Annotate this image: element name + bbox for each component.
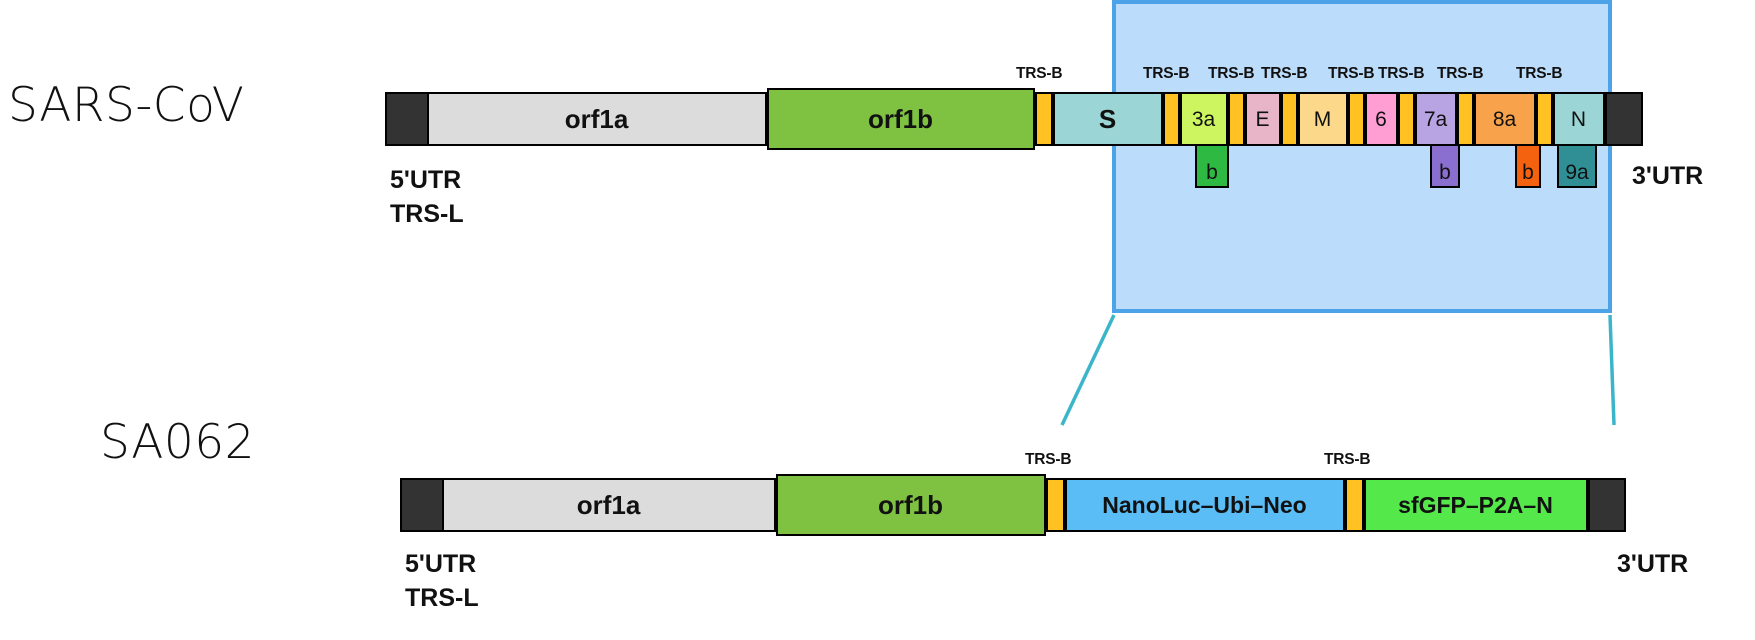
gene-label-orf3a: 3a xyxy=(1191,107,1216,131)
gene-s: S xyxy=(1052,92,1163,146)
gene-orf1b-sa062: orf1b xyxy=(775,474,1046,536)
utr3-annotation-sars: 3'UTR xyxy=(1632,162,1704,190)
trsb-mark-m xyxy=(1280,92,1298,146)
genome-bar-sa062: TRS-B TRS-B orf1a orf1b NanoLuc–Ubi–Neo … xyxy=(400,451,1628,536)
gene-label-e: E xyxy=(1255,107,1270,131)
gene-orf1a-sars: orf1a xyxy=(426,92,767,146)
row-label-sa062: SA062 xyxy=(100,415,256,470)
trsb-label-6: TRS-B xyxy=(1328,65,1375,82)
trsb-mark-e xyxy=(1227,92,1245,146)
utr5-label-sa062: 5'UTR xyxy=(405,550,477,578)
gene-orf3a: 3a xyxy=(1179,92,1228,146)
gene-label-orf7a: 7a xyxy=(1423,107,1448,131)
trsb-label-s: TRS-B xyxy=(1016,65,1063,82)
gene-e: E xyxy=(1244,92,1281,146)
gene-label-orf1a-sa062: orf1a xyxy=(576,490,641,520)
gene-label-orf1b-sa062: orf1b xyxy=(878,490,943,520)
trsb-label-n: TRS-B xyxy=(1516,65,1563,82)
gene-orf1b-sars: orf1b xyxy=(766,88,1035,150)
utr5-label-sars: 5'UTR xyxy=(390,166,462,194)
trsl-label-sars: TRS-L xyxy=(390,199,464,228)
trsb-label-7a: TRS-B xyxy=(1378,65,1425,82)
trsb-mark-8a xyxy=(1456,92,1474,146)
utr5-annotation-sars: 5'UTR TRS-L xyxy=(390,164,464,232)
utr3-annotation-sa062: 3'UTR xyxy=(1617,550,1689,578)
trsb-mark-7a xyxy=(1397,92,1415,146)
gene-label-n: N xyxy=(1570,107,1587,131)
utr5-annotation-sa062: 5'UTR TRS-L xyxy=(405,548,479,616)
gene-label-orf7b: b xyxy=(1439,161,1451,184)
gene-label-sfgfp-p2a-n: sfGFP–P2A–N xyxy=(1398,491,1553,518)
gene-orf6: 6 xyxy=(1364,92,1398,146)
trsb-mark-sfgfp xyxy=(1344,478,1364,532)
trsb-label-nanoluc: TRS-B xyxy=(1025,451,1072,468)
gene-label-s: S xyxy=(1098,104,1117,134)
genome-bar-sars-cov: TRS-B TRS-B TRS-B TRS-B TRS-B TRS-B TRS-… xyxy=(385,65,1645,188)
trsb-label-3a: TRS-B xyxy=(1143,65,1190,82)
trsb-mark-3a xyxy=(1162,92,1180,146)
trsb-label-m: TRS-B xyxy=(1261,65,1308,82)
trsb-label-8a: TRS-B xyxy=(1437,65,1484,82)
utr5-block-sars xyxy=(385,92,429,146)
gene-orf1a-sa062: orf1a xyxy=(441,478,776,532)
gene-n: N xyxy=(1552,92,1605,146)
trsb-label-sfgfp: TRS-B xyxy=(1324,451,1371,468)
trsb-label-e: TRS-B xyxy=(1208,65,1255,82)
trsl-label-sa062: TRS-L xyxy=(405,583,479,612)
utr5-block-sa062 xyxy=(400,478,444,532)
gene-nanoluc-ubi-neo: NanoLuc–Ubi–Neo xyxy=(1064,478,1345,532)
trsb-mark-6 xyxy=(1347,92,1365,146)
gene-label-m: M xyxy=(1313,107,1332,131)
gene-label-nanoluc-ubi-neo: NanoLuc–Ubi–Neo xyxy=(1102,491,1307,518)
gene-label-orf3b: b xyxy=(1206,161,1218,184)
utr3-block-sa062 xyxy=(1587,478,1626,532)
gene-sfgfp-p2a-n: sfGFP–P2A–N xyxy=(1363,478,1588,532)
trsb-mark-n xyxy=(1535,92,1553,146)
gene-label-orf1a-sars: orf1a xyxy=(564,104,629,134)
gene-label-orf9a: 9a xyxy=(1565,161,1589,184)
trsb-mark-s xyxy=(1034,92,1053,146)
trsb-mark-nanoluc xyxy=(1045,478,1065,532)
utr3-block-sars xyxy=(1604,92,1643,146)
gene-label-orf8a: 8a xyxy=(1492,107,1517,131)
gene-m: M xyxy=(1297,92,1348,146)
gene-orf7a: 7a xyxy=(1414,92,1457,146)
gene-label-orf8b: b xyxy=(1522,161,1534,184)
gene-label-orf6: 6 xyxy=(1375,107,1387,131)
gene-label-orf1b-sars: orf1b xyxy=(868,104,933,134)
gene-orf8a: 8a xyxy=(1473,92,1536,146)
row-label-sars-cov: SARS-CoV xyxy=(8,78,245,133)
